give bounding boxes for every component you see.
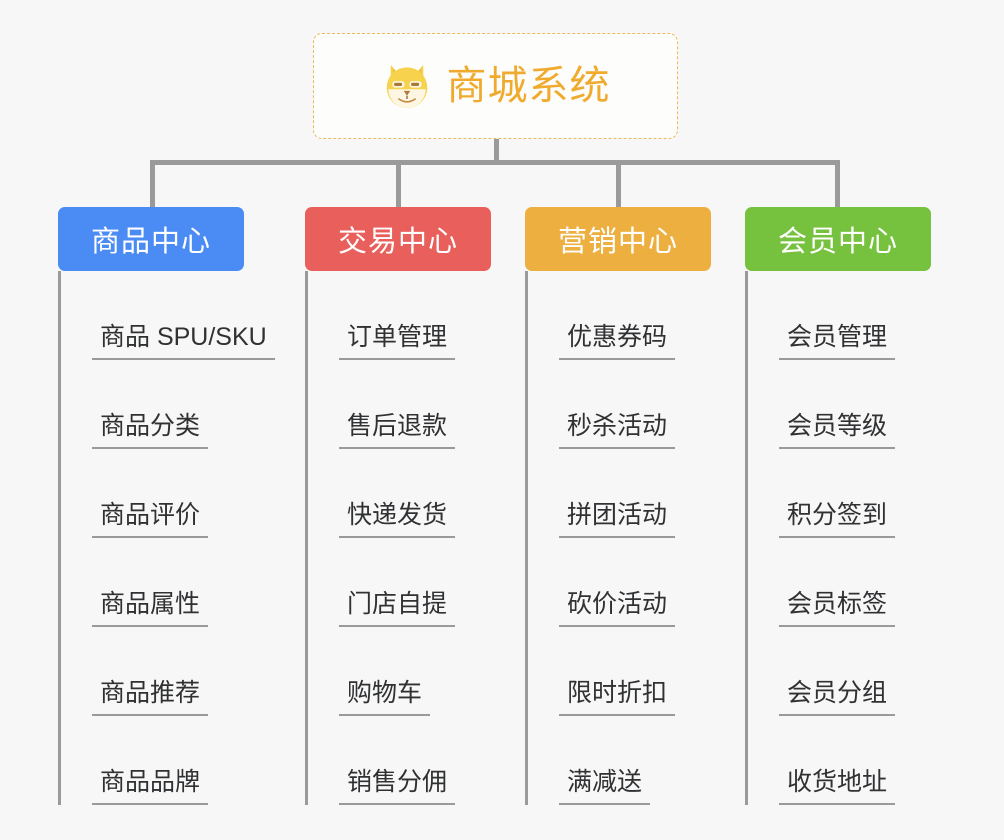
list-item-label: 优惠券码 xyxy=(559,322,676,360)
connector-horizontal-bus xyxy=(150,160,840,165)
branch-header-member-center[interactable]: 会员中心 xyxy=(745,207,931,271)
list-item[interactable]: 商品品牌 xyxy=(61,716,244,805)
list-item[interactable]: 会员分组 xyxy=(748,627,931,716)
list-item-label: 商品属性 xyxy=(92,589,209,627)
list-item-label: 拼团活动 xyxy=(559,500,676,538)
connector-drop-3 xyxy=(616,160,621,207)
list-item-label: 商品 SPU/SKU xyxy=(92,322,275,360)
branch-header-trade-center[interactable]: 交易中心 xyxy=(305,207,491,271)
list-item-label: 商品分类 xyxy=(92,411,209,449)
list-item[interactable]: 拼团活动 xyxy=(528,449,711,538)
list-item-label: 商品品牌 xyxy=(92,767,209,805)
list-item[interactable]: 优惠券码 xyxy=(528,271,711,360)
list-item-label: 购物车 xyxy=(339,678,431,716)
list-item[interactable]: 满减送 xyxy=(528,716,711,805)
connector-drop-1 xyxy=(150,160,155,207)
list-item-label: 会员管理 xyxy=(779,322,896,360)
branch-column-3: 营销中心 优惠券码 秒杀活动 拼团活动 砍价活动 限时折扣 满减送 xyxy=(525,207,711,805)
connector-drop-2 xyxy=(396,160,401,207)
list-item[interactable]: 售后退款 xyxy=(308,360,491,449)
branch-items-4: 会员管理 会员等级 积分签到 会员标签 会员分组 收货地址 xyxy=(745,271,931,805)
branch-items-1: 商品 SPU/SKU 商品分类 商品评价 商品属性 商品推荐 商品品牌 xyxy=(58,271,275,805)
list-item[interactable]: 会员标签 xyxy=(748,538,931,627)
list-item[interactable]: 商品 SPU/SKU xyxy=(61,271,275,360)
list-item-label: 限时折扣 xyxy=(559,678,676,716)
list-item-label: 商品评价 xyxy=(92,500,209,538)
list-item[interactable]: 商品评价 xyxy=(61,449,244,538)
branch-header-product-center[interactable]: 商品中心 xyxy=(58,207,244,271)
connector-drop-4 xyxy=(835,160,840,207)
list-item[interactable]: 购物车 xyxy=(308,627,491,716)
branch-column-4: 会员中心 会员管理 会员等级 积分签到 会员标签 会员分组 收货地址 xyxy=(745,207,931,805)
list-item[interactable]: 门店自提 xyxy=(308,538,491,627)
list-item[interactable]: 会员等级 xyxy=(748,360,931,449)
branch-items-3: 优惠券码 秒杀活动 拼团活动 砍价活动 限时折扣 满减送 xyxy=(525,271,711,805)
shiba-dog-face-icon xyxy=(386,64,427,108)
list-item[interactable]: 限时折扣 xyxy=(528,627,711,716)
branch-header-marketing-center[interactable]: 营销中心 xyxy=(525,207,711,271)
list-item-label: 砍价活动 xyxy=(559,589,676,627)
branch-column-1: 商品中心 商品 SPU/SKU 商品分类 商品评价 商品属性 商品推荐 商品品牌 xyxy=(58,207,275,805)
list-item-label: 会员标签 xyxy=(779,589,896,627)
list-item-label: 会员分组 xyxy=(779,678,896,716)
list-item[interactable]: 商品属性 xyxy=(61,538,244,627)
list-item-label: 会员等级 xyxy=(779,411,896,449)
list-item[interactable]: 订单管理 xyxy=(308,271,491,360)
list-item-label: 销售分佣 xyxy=(339,767,456,805)
list-item-label: 满减送 xyxy=(559,767,651,805)
branch-column-2: 交易中心 订单管理 售后退款 快递发货 门店自提 购物车 销售分佣 xyxy=(305,207,491,805)
list-item-label: 订单管理 xyxy=(339,322,456,360)
root-node-mall-system[interactable]: 商城系统 xyxy=(313,33,678,139)
list-item[interactable]: 快递发货 xyxy=(308,449,491,538)
list-item-label: 快递发货 xyxy=(339,500,456,538)
root-node-title: 商城系统 xyxy=(446,64,611,108)
branch-items-2: 订单管理 售后退款 快递发货 门店自提 购物车 销售分佣 xyxy=(305,271,491,805)
list-item-label: 秒杀活动 xyxy=(559,411,676,449)
list-item[interactable]: 销售分佣 xyxy=(308,716,491,805)
list-item-label: 商品推荐 xyxy=(92,678,209,716)
list-item-label: 积分签到 xyxy=(779,500,896,538)
list-item[interactable]: 积分签到 xyxy=(748,449,931,538)
list-item[interactable]: 收货地址 xyxy=(748,716,931,805)
list-item[interactable]: 商品分类 xyxy=(61,360,244,449)
list-item-label: 收货地址 xyxy=(779,767,896,805)
list-item[interactable]: 商品推荐 xyxy=(61,627,244,716)
connector-root-stem xyxy=(494,139,499,165)
list-item[interactable]: 砍价活动 xyxy=(528,538,711,627)
list-item-label: 门店自提 xyxy=(339,589,456,627)
list-item[interactable]: 会员管理 xyxy=(748,271,931,360)
list-item[interactable]: 秒杀活动 xyxy=(528,360,711,449)
list-item-label: 售后退款 xyxy=(339,411,456,449)
